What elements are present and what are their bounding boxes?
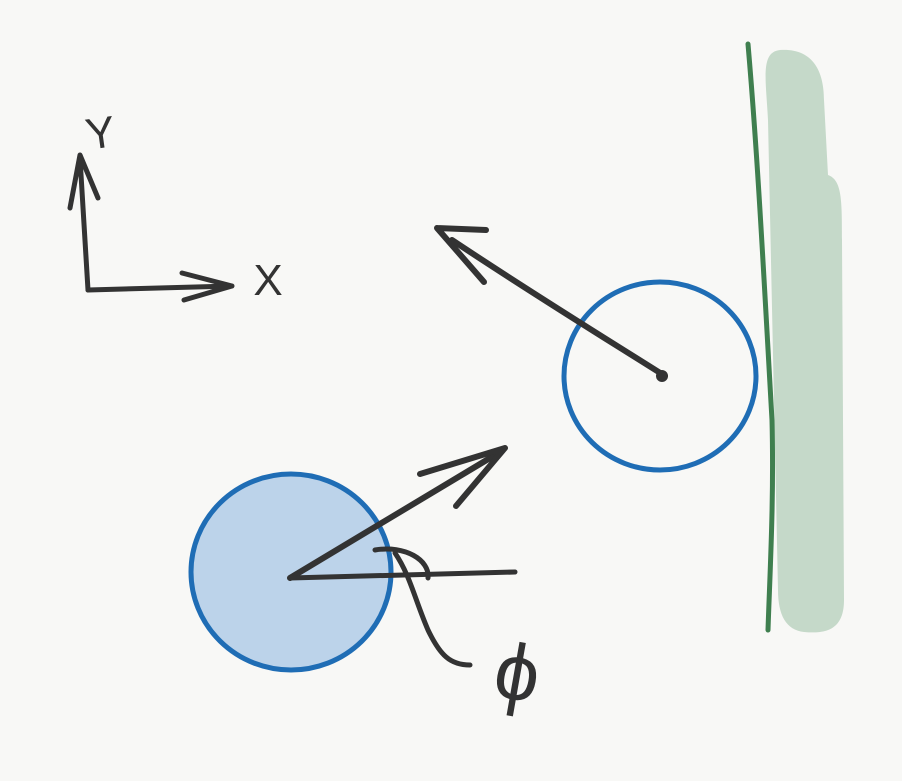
angle-leader-line [392, 550, 473, 668]
x-axis-arrow [85, 270, 235, 303]
y-axis-arrow [67, 152, 101, 293]
upper-ball [561, 279, 759, 473]
lower-ball [188, 471, 394, 673]
angle-arc [372, 546, 431, 581]
coordinate-axes [67, 152, 235, 303]
wall-edge [745, 41, 776, 633]
x-axis-label: X [253, 256, 282, 305]
horizontal-reference-line [287, 569, 518, 581]
wall-block [765, 49, 844, 633]
angle-label: ϕ [488, 625, 548, 720]
y-axis-label: Y [83, 107, 119, 160]
upper-velocity-arrow [434, 225, 668, 382]
lower-velocity-arrow [287, 445, 508, 581]
